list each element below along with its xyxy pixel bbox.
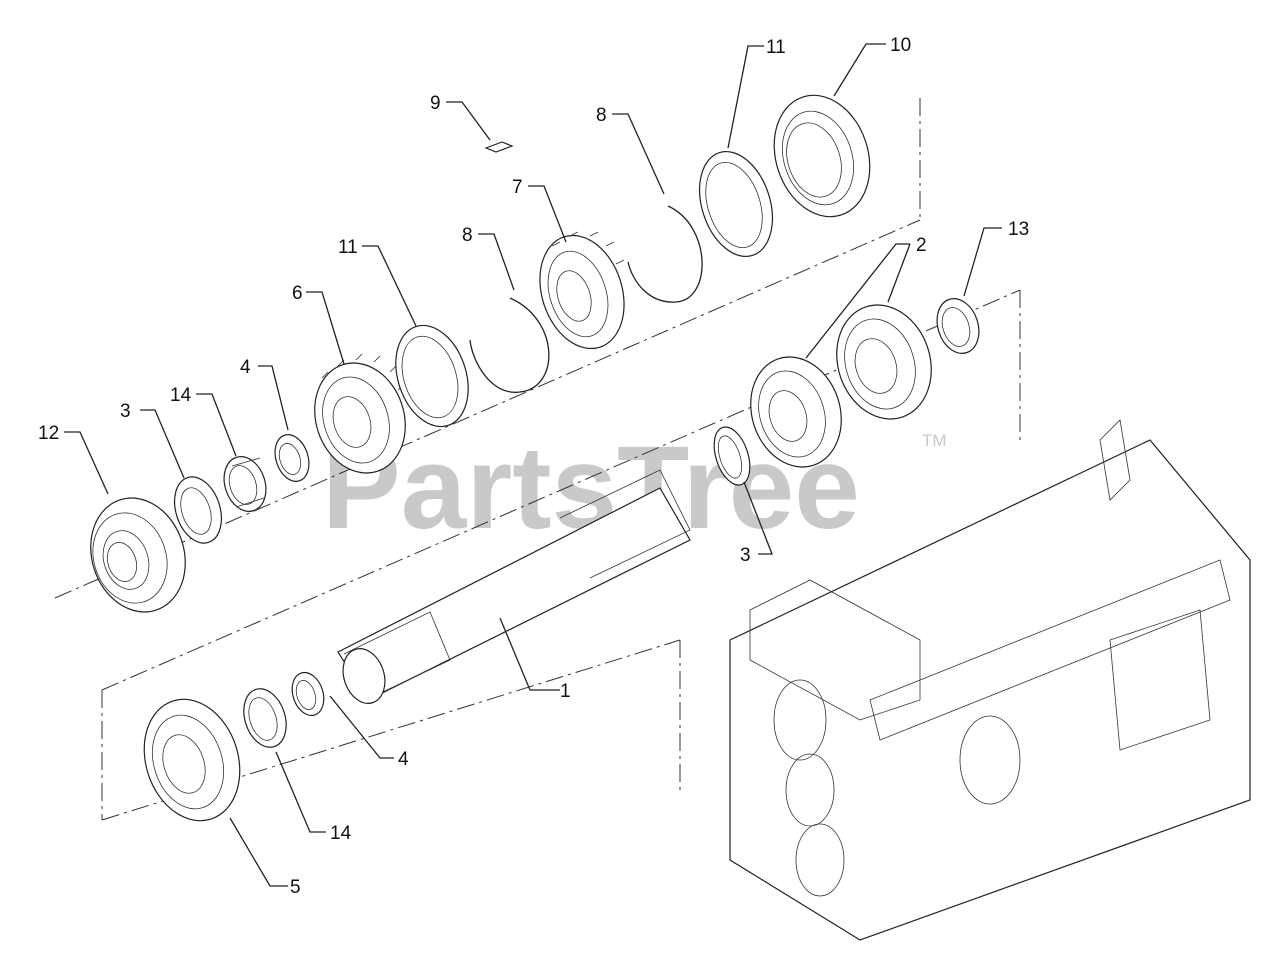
gear-spur-part [539,231,625,350]
callout-8-right: 8 [596,105,607,126]
callout-12: 12 [38,423,59,444]
callout-9: 9 [430,93,441,114]
gear-upper-part [314,353,406,474]
callout-6: 6 [292,283,303,304]
synchro-ring-left-part [395,324,469,428]
gear-lower-part [143,698,241,822]
callout-11-left: 11 [338,237,358,258]
callout-10: 10 [890,35,911,56]
callouts: 1 2 3 3 4 4 5 6 7 8 8 9 10 [38,35,1029,898]
callout-4-upper: 4 [240,357,251,378]
callout-1: 1 [560,681,571,702]
bearing-part [750,304,932,468]
callout-3-right: 3 [740,545,751,566]
callout-14-upper: 14 [170,385,192,406]
callout-2: 2 [916,235,927,256]
callout-11-right: 11 [766,37,786,58]
synchro-ring-right-part [699,150,773,258]
callout-4-lower: 4 [398,749,409,770]
callout-7: 7 [512,177,523,198]
collar-part [773,94,871,218]
snap-ring-right-part [627,205,703,303]
cage-lower-part [243,688,287,748]
washer-right-part [713,426,751,486]
watermark-trademark: TM [922,431,947,450]
callout-5: 5 [290,877,301,898]
shaft-part [337,469,691,704]
snap-ring-left-part [469,297,550,393]
needle-bearing-upper-part [274,434,310,482]
needle-bearing-lower-part [291,671,325,717]
bearing-end-part [90,497,186,613]
callout-3-left: 3 [120,401,131,422]
cage-upper-part [223,456,267,512]
seal-part [936,298,980,354]
callout-14-lower: 14 [330,823,352,844]
callout-8-left: 8 [462,225,473,246]
callout-13: 13 [1008,219,1029,240]
key-part [484,141,514,153]
transmission-case-part [729,419,1251,941]
washer-left-part [173,476,223,544]
